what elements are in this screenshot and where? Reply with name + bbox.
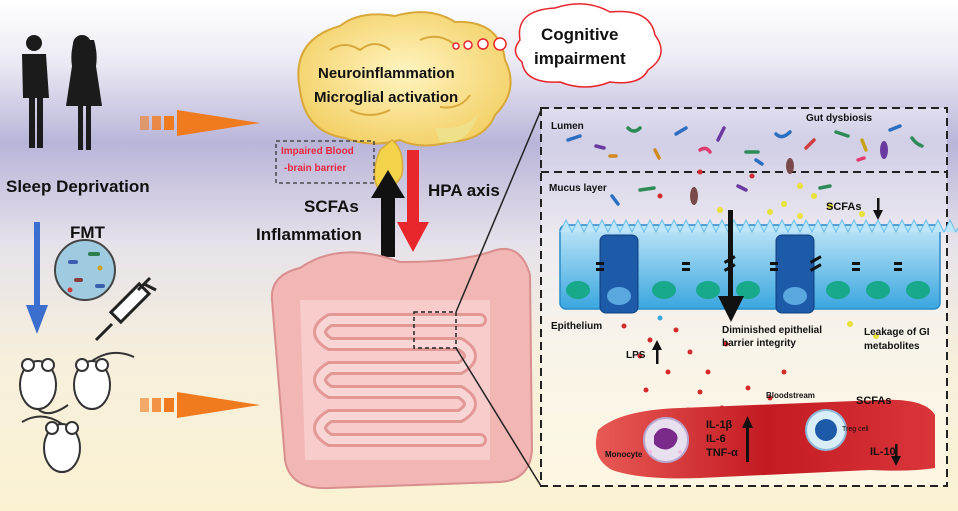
bloodstream-label: Bloodstream — [766, 391, 815, 400]
gut-dysbiosis-label: Gut dysbiosis — [806, 113, 873, 124]
cognitive-impairment-line1: Cognitive — [541, 25, 619, 44]
cognitive-impairment-line2: impairment — [534, 49, 626, 68]
woman-silhouette-icon — [66, 35, 102, 150]
leak-arrow — [718, 210, 744, 322]
inflammation-label: Inflammation — [256, 225, 362, 244]
il10-down-arrow — [891, 444, 901, 466]
epithelium-layer — [559, 218, 958, 314]
scfas-decrease-label: SCFAs — [826, 201, 862, 213]
bacteria-cluster — [566, 124, 924, 206]
mouse-icon-1 — [19, 358, 69, 415]
cytokine-up-arrow — [742, 416, 753, 462]
impaired-bbb-box — [275, 140, 375, 184]
blue-down-arrow — [26, 222, 48, 334]
tnfa-label: TNF-α — [706, 447, 738, 459]
orange-arrow-bottom — [140, 392, 260, 418]
zoom-line-top — [455, 109, 542, 313]
scfas-label: SCFAs — [304, 197, 359, 216]
diminished-barrier-line1: Diminished epithelial — [722, 325, 823, 336]
zoom-box — [413, 311, 457, 349]
sleep-deprivation-label: Sleep Deprivation — [6, 177, 150, 196]
bacterium-oval-3 — [880, 141, 888, 159]
fmt-label: FMT — [70, 223, 105, 242]
black-up-arrow — [371, 170, 405, 257]
bloodstream-vessel — [595, 399, 935, 479]
lps-up-arrow — [652, 340, 662, 364]
impaired-bbb-line1: Impaired Blood — [281, 146, 354, 157]
neuroinflammation-label: Neuroinflammation — [318, 65, 455, 82]
scfas-blood-label: SCFAs — [856, 395, 892, 407]
leakage-line2: metabolites — [864, 341, 920, 352]
man-silhouette-icon — [22, 35, 49, 148]
epithelium-label: Epithelium — [551, 321, 603, 332]
monocyte-cell — [643, 417, 689, 463]
orange-arrow-top — [140, 110, 260, 136]
lps-label: LPS — [626, 350, 646, 361]
bacterium-oval-2 — [786, 158, 794, 174]
mucus-layer-label: Mucus layer — [549, 183, 607, 194]
monocyte-label: Monocyte — [605, 450, 643, 459]
il6-label: IL-6 — [706, 433, 726, 445]
leakage-line1: Leakage of GI — [864, 327, 930, 338]
red-down-arrow — [397, 150, 429, 252]
zoom-line-bottom — [455, 347, 542, 487]
lumen-label: Lumen — [551, 121, 584, 132]
mouse-icon-3 — [21, 415, 81, 473]
thought-bubble — [452, 3, 662, 88]
petri-dish-icon — [54, 239, 116, 301]
diminished-barrier-line2: barrier integrity — [722, 338, 796, 349]
treg-cell-label: Treg cell — [842, 426, 869, 433]
syringe-icon — [94, 276, 157, 342]
impaired-bbb-line2: -brain barrier — [284, 163, 347, 174]
scfas-down-arrow — [873, 198, 883, 220]
microglial-activation-label: Microglial activation — [314, 89, 459, 106]
treg-cell — [805, 409, 847, 451]
intestine-illustration — [270, 247, 534, 490]
il1b-label: IL-1β — [706, 419, 733, 431]
mouse-icon-2 — [73, 351, 135, 410]
hpa-axis-label: HPA axis — [428, 181, 500, 200]
il10-label: IL-10 — [870, 446, 896, 458]
bacterium-oval — [690, 187, 698, 205]
